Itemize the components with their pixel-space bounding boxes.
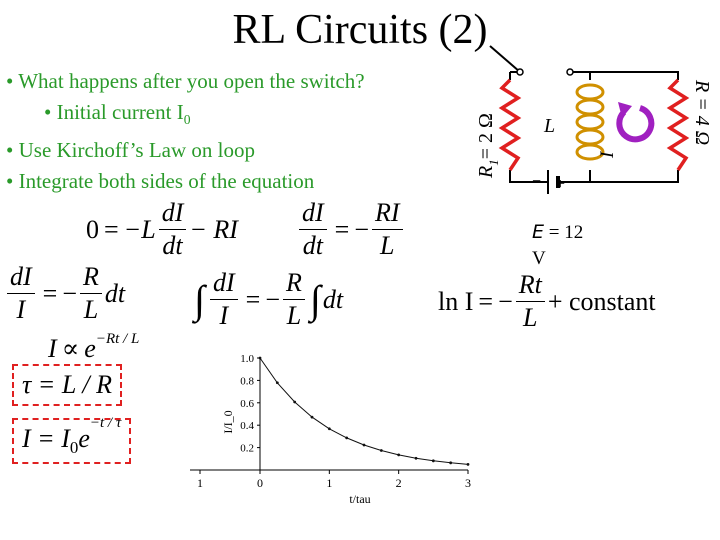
eq4-sign: − [265, 284, 280, 314]
eq1-lhs: 0 [86, 214, 99, 244]
eq6-prop: ∝ [61, 334, 80, 363]
chart-y-tick-label: 0.2 [240, 443, 254, 455]
eq5-lhs: ln I [438, 286, 474, 316]
battery-minus: − [532, 173, 541, 190]
chart-x-tick-label: 1 [326, 476, 332, 490]
eq5-tail: + constant [547, 286, 656, 316]
eq6-base: e [84, 334, 96, 363]
chart-x-tick-label: 3 [465, 476, 471, 490]
eq3-sign: − [62, 278, 78, 308]
bullet-2-sub: 0 [183, 112, 191, 128]
inductor-coil [575, 83, 605, 161]
chart-point [431, 459, 435, 463]
switch-terminal-right [566, 68, 574, 76]
switch-terminal-left [516, 68, 524, 76]
chart-x-tick-label: 2 [396, 476, 402, 490]
chart-point [379, 449, 383, 452]
eq5-sign: − [498, 286, 513, 316]
chart-point [327, 427, 331, 431]
eq8-exponent: −t / τ [89, 415, 122, 432]
chart-y-tick-label: 1.0 [240, 353, 254, 365]
chart-point [449, 461, 453, 465]
eq7-text: τ = L / R [22, 370, 112, 399]
eq8-lhs: I = I [22, 424, 70, 453]
battery-plus: + [556, 176, 565, 193]
chart-x-tick-label: 1 [197, 476, 203, 490]
bullet-2-text: • Initial current I [44, 100, 184, 124]
bullet-list: • What happens after you open the switch… [6, 66, 365, 197]
eq3-tail: dt [104, 278, 126, 308]
l-label: L [543, 115, 555, 137]
equation-current-decay: I = I0e−t / τ [12, 415, 132, 465]
eq2-sign: − [354, 214, 370, 244]
chart-point [414, 456, 418, 460]
switch-arm [489, 45, 521, 73]
chart-point [466, 463, 470, 466]
emf-unit: V [532, 248, 546, 269]
eq1-term-a: −L [123, 214, 156, 244]
chart-y-tick-label: 0.6 [240, 398, 254, 410]
eq6-exponent: −Rt / L [95, 330, 140, 347]
chart-point [397, 453, 401, 457]
chart-point [310, 415, 314, 419]
resistor-r1 [498, 78, 522, 171]
current-arrow-head-icon [618, 102, 632, 118]
emf-label: E = 12 [532, 221, 583, 243]
bullet-2: • Initial current I0 [6, 97, 365, 135]
eq1-term-b: − RI [189, 214, 238, 244]
chart-x-tick-label: 0 [257, 476, 263, 490]
chart-ylabel: I/I_0 [221, 410, 235, 433]
chart-point [345, 436, 349, 440]
r1-label: R1= 2 Ω [475, 113, 501, 179]
rl-circuit-diagram: R1= 2 Ω R = 4 Ω L I − + E = 12 V [475, 45, 713, 269]
resistor-r [666, 78, 690, 171]
bullet-3: • Use Kirchoff’s Law on loop [6, 138, 255, 163]
i-label: I [597, 150, 618, 159]
equation-proportional: I ∝ e−Rt / L [48, 330, 140, 364]
chart-point [258, 356, 262, 360]
bullet-4: • Integrate both sides of the equation [6, 169, 315, 194]
chart-point [362, 443, 366, 447]
chart-point [293, 400, 297, 404]
chart-y-tick-label: 0.8 [240, 375, 254, 387]
bullet-1: • What happens after you open the switch… [6, 69, 365, 93]
chart-series-line [259, 357, 469, 465]
chart-xlabel: t/tau [349, 492, 370, 506]
eq8-base: e [78, 424, 90, 453]
eq6-lhs: I [48, 334, 57, 363]
eq8-sub: 0 [69, 438, 79, 458]
equation-time-constant: τ = L / R [12, 364, 122, 406]
slide-title: RL Circuits (2) [232, 7, 488, 53]
current-arrow-icon [616, 105, 655, 143]
chart-y-tick-label: 0.4 [240, 420, 254, 432]
eq4-tail: dt [322, 284, 344, 314]
chart-point [275, 381, 279, 385]
decay-chart: 1 0 1 2 3 1.0 0.8 0.6 0.4 0.2 t/tau I/I_0 [190, 353, 471, 506]
wire-top-left [509, 71, 679, 183]
r-label: R = 4 Ω [691, 79, 713, 145]
